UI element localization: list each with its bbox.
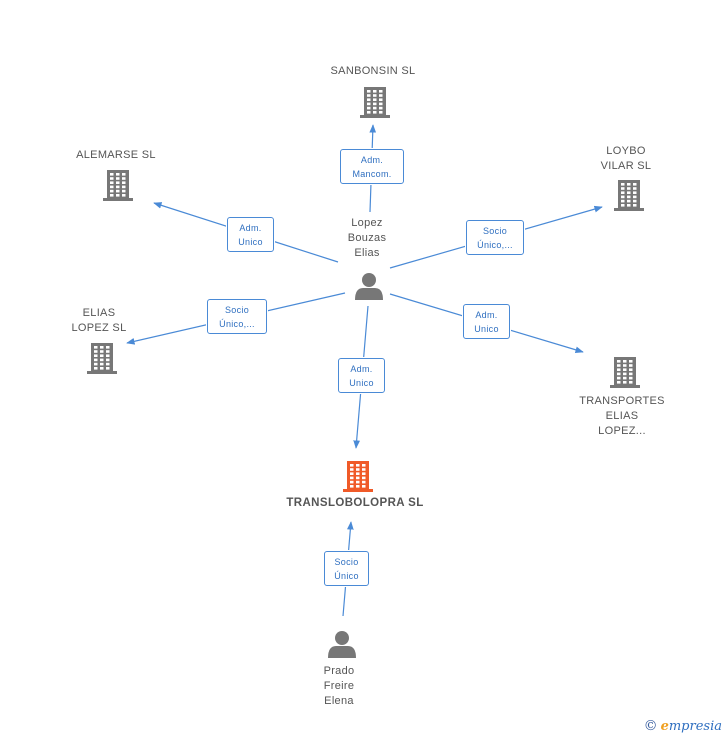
person-icon[interactable] (355, 273, 383, 300)
person-icon[interactable] (328, 631, 356, 658)
relation-label[interactable]: Socio Único,... (466, 220, 524, 255)
relation-label[interactable]: Socio Único (324, 551, 369, 586)
relation-label[interactable]: Adm. Unico (463, 304, 510, 339)
building-icon[interactable] (343, 461, 373, 492)
empresia-logo[interactable]: ©empresia (644, 718, 722, 734)
building-icon[interactable] (103, 170, 133, 201)
brand-name: mpresia (668, 719, 722, 734)
building-icon[interactable] (87, 343, 117, 374)
brand-initial: e (660, 719, 669, 734)
node-label-translobolopra[interactable]: TRANSLOBOLOPRA SL (286, 497, 424, 509)
node-label-sanbonsin[interactable]: SANBONSIN SL (330, 65, 416, 77)
node-label-prado-freire[interactable]: Prado Freire Elena (323, 665, 355, 707)
relation-label[interactable]: Socio Único,... (207, 299, 267, 334)
building-icon[interactable] (614, 180, 644, 211)
node-label-lopez-bouzas[interactable]: Lopez Bouzas Elias (347, 217, 387, 259)
building-icon[interactable] (360, 87, 390, 118)
node-label-alemarse[interactable]: ALEMARSE SL (76, 149, 156, 161)
relation-label[interactable]: Adm. Unico (338, 358, 385, 393)
copyright-symbol: © (643, 718, 658, 734)
building-icon[interactable] (610, 357, 640, 388)
node-label-loybo[interactable]: LOYBO VILAR SL (600, 145, 652, 172)
relation-label[interactable]: Adm. Unico (227, 217, 274, 252)
node-label-transportes[interactable]: TRANSPORTES ELIAS LOPEZ... (579, 395, 665, 437)
relation-label[interactable]: Adm. Mancom. (340, 149, 404, 184)
node-label-elias-lopez[interactable]: ELIAS LOPEZ SL (71, 307, 127, 334)
